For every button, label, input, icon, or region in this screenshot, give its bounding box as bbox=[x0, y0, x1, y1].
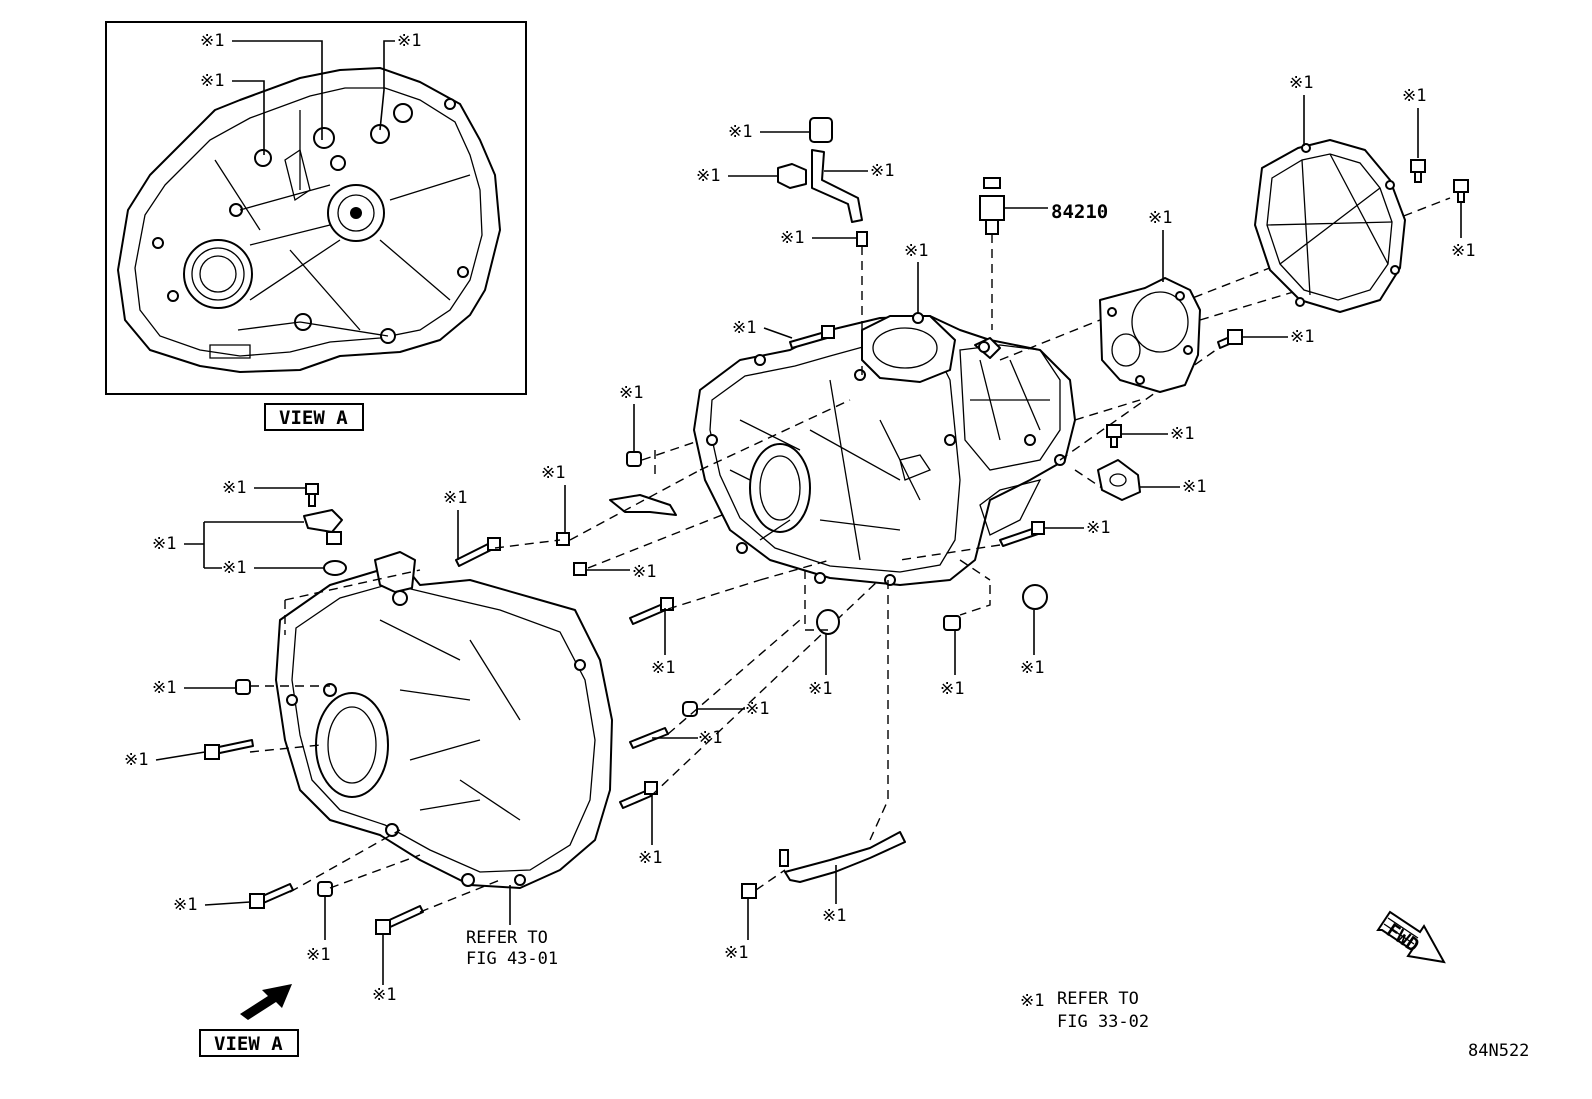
callout-label: ※1 bbox=[745, 699, 769, 719]
callout-label: ※1 bbox=[1020, 658, 1044, 678]
callout-label: ※1 bbox=[870, 161, 894, 181]
callout-label: ※1 bbox=[822, 906, 846, 926]
callout-label: ※1 bbox=[541, 463, 565, 483]
left-guide-lines bbox=[249, 419, 901, 913]
clutch-housing-left bbox=[275, 551, 613, 889]
view-a-label-top: VIEW A bbox=[264, 403, 364, 431]
callout-label: ※1 bbox=[780, 228, 804, 248]
callout-label: ※1 bbox=[1182, 477, 1206, 497]
left-fasteners bbox=[204, 451, 698, 935]
callout-label: ※1 bbox=[152, 534, 176, 554]
callout-label: ※1 bbox=[698, 728, 722, 748]
callout-label: ※1 bbox=[124, 750, 148, 770]
refer-left-line2: FIG 43-01 bbox=[466, 949, 558, 969]
view-a-label: VIEW A bbox=[279, 407, 348, 429]
callout-label: ※1 bbox=[1451, 241, 1475, 261]
callout-label: ※1 bbox=[1148, 208, 1172, 228]
callout-label: ※1 bbox=[1289, 73, 1313, 93]
callout-label: ※1 bbox=[222, 478, 246, 498]
callout-label: ※1 bbox=[173, 895, 197, 915]
note-line1: REFER TO bbox=[1057, 989, 1139, 1009]
note-line2: FIG 33-02 bbox=[1057, 1012, 1149, 1032]
footnote: ※1 REFER TO FIG 33-02 bbox=[1020, 989, 1149, 1032]
callout-label: ※1 bbox=[222, 558, 246, 578]
callout-label: ※1 bbox=[306, 945, 330, 965]
callout-label: ※1 bbox=[443, 488, 467, 508]
callout-label: ※1 bbox=[1086, 518, 1110, 538]
view-a-label-bottom: VIEW A bbox=[199, 1029, 299, 1057]
view-a-label: VIEW A bbox=[214, 1033, 283, 1055]
transmission-case-center bbox=[693, 312, 1076, 586]
refer-left-line1: REFER TO bbox=[466, 928, 548, 948]
callout-label: ※1 bbox=[632, 562, 656, 582]
callout-label: ※1 bbox=[1170, 424, 1194, 444]
callout-label: ※1 bbox=[152, 678, 176, 698]
callout-label: ※1 bbox=[904, 241, 928, 261]
fwd-arrow: FWD bbox=[1376, 910, 1446, 964]
callout-label: ※1 bbox=[372, 985, 396, 1005]
callout-label: ※1 bbox=[728, 122, 752, 142]
callout-label: ※1 bbox=[638, 848, 662, 868]
callout-label: ※1 bbox=[619, 383, 643, 403]
view-a-housing-drawing bbox=[117, 67, 501, 373]
view-a-arrow bbox=[240, 984, 292, 1020]
callout-label: ※1 bbox=[732, 318, 756, 338]
note-mark: ※1 bbox=[1020, 991, 1044, 1011]
callout-label: ※1 bbox=[200, 31, 224, 51]
callout-label: ※1 bbox=[200, 71, 224, 91]
center-fasteners bbox=[741, 117, 1048, 899]
view-a-callouts: ※1 ※1 ※1 bbox=[200, 31, 421, 155]
figure-code: 84N522 bbox=[1468, 1041, 1529, 1061]
callout-label: ※1 bbox=[724, 943, 748, 963]
left-callouts: ※1 ※1 ※1 ※1 ※1 ※1 ※1 ※1 ※1 REFER TO FIG … bbox=[124, 383, 769, 1005]
callout-label: ※1 bbox=[1290, 327, 1314, 347]
callout-label: ※1 bbox=[397, 31, 421, 51]
part-number-sensor: 84210 bbox=[1051, 201, 1108, 223]
callout-label: ※1 bbox=[651, 658, 675, 678]
callout-label: ※1 bbox=[1402, 86, 1426, 106]
callout-label: ※1 bbox=[696, 166, 720, 186]
callout-label: ※1 bbox=[940, 679, 964, 699]
view-a-inset-frame bbox=[105, 21, 527, 395]
right-parts bbox=[1097, 139, 1469, 501]
callout-label: ※1 bbox=[808, 679, 832, 699]
right-callouts: ※1 ※1 ※1 ※1 ※1 ※1 ※1 bbox=[1121, 73, 1475, 497]
center-callouts: ※1 ※1 ※1 ※1 84210 ※1 ※1 ※1 ※1 ※1 ※1 ※1 ※… bbox=[696, 122, 1110, 963]
